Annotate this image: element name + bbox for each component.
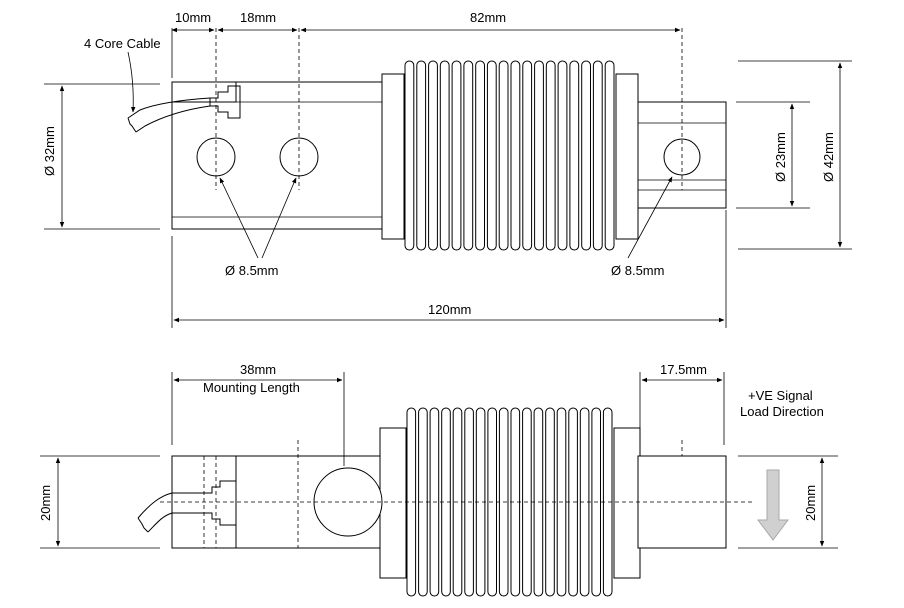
load-direction-arrow-icon [757, 469, 789, 541]
dia-32-label: Ø 32mm [42, 126, 57, 176]
bellows-fin [592, 60, 603, 251]
load-direction-label: Load Direction [740, 404, 824, 419]
dim-82-label: 82mm [470, 10, 506, 25]
dim-18-label: 18mm [240, 10, 276, 25]
bellows-fin [522, 60, 533, 251]
bellows-fin [498, 60, 509, 251]
mounting-length-label: Mounting Length [203, 380, 300, 395]
bellows-fin [439, 60, 450, 251]
bellows-fin [451, 60, 462, 251]
dia-23-label: Ø 23mm [773, 132, 788, 182]
bellows-fin [510, 60, 521, 251]
bellows-fin [428, 60, 438, 251]
bellows-fin [404, 60, 415, 251]
bellows-fin [581, 60, 592, 251]
side-view: 38mm Mounting Length 17.5mm +VE Signal L… [38, 362, 838, 597]
cable [127, 97, 211, 119]
bellows-fin [463, 60, 474, 251]
bellows-side [406, 407, 613, 597]
bellows-fin [545, 60, 556, 251]
hole-left-label: Ø 8.5mm [225, 263, 278, 278]
cable-notch [171, 81, 237, 103]
cable-gland [209, 85, 241, 119]
dim-10-label: 10mm [175, 10, 211, 25]
left-block [171, 81, 383, 230]
bellows-fin [416, 60, 427, 251]
bellows-fin [604, 60, 615, 251]
top-view: 10mm 18mm 82mm 4 Core Cable Ø 8.5mm Ø 8.… [42, 10, 852, 328]
dim-38-label: 38mm [240, 362, 276, 377]
bellows-fin [486, 60, 497, 251]
bellows-fin [534, 60, 544, 251]
hole-right-label: Ø 8.5mm [611, 263, 664, 278]
dia-42-label: Ø 42mm [821, 132, 836, 182]
height-right-label: 20mm [803, 485, 818, 521]
height-left-label: 20mm [38, 485, 53, 521]
dim-175-label: 17.5mm [660, 362, 707, 377]
bellows-fin [569, 60, 580, 251]
signal-label: +VE Signal [748, 388, 813, 403]
bellows-fin [557, 60, 568, 251]
bellows-fin [475, 60, 486, 251]
bellows-top [404, 60, 615, 251]
dim-120-label: 120mm [428, 302, 471, 317]
cable-label: 4 Core Cable [84, 36, 161, 51]
